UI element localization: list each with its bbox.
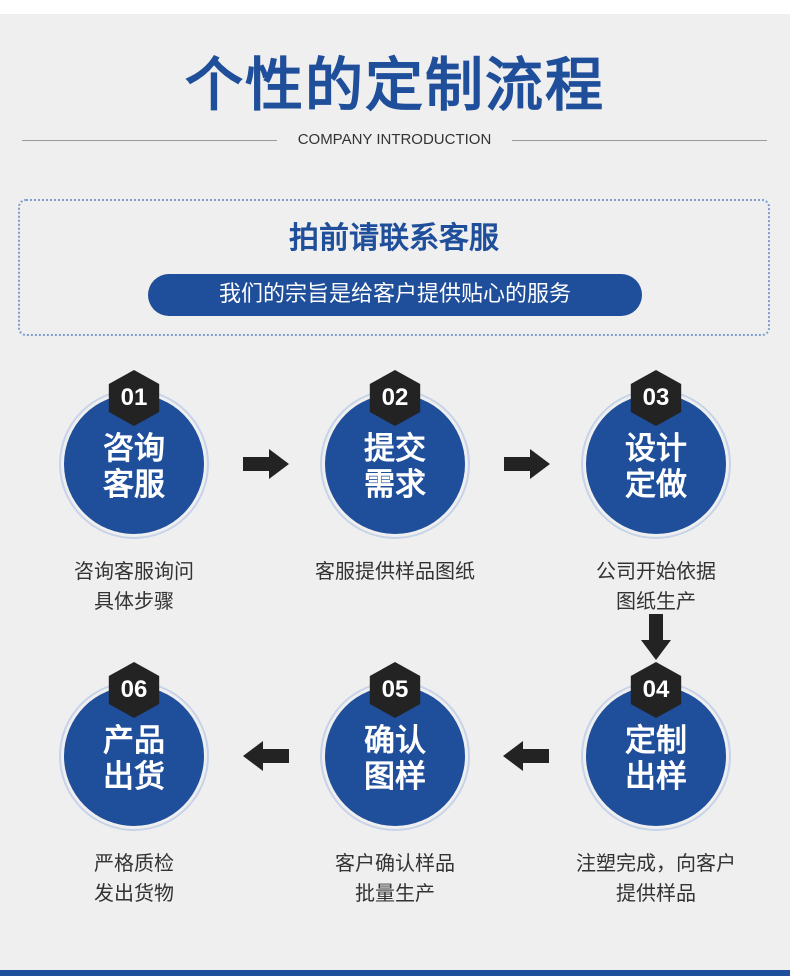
step-title-line1: 产品: [103, 723, 165, 759]
step-title-line2: 图样: [364, 759, 426, 795]
step-title-line2: 需求: [364, 467, 426, 503]
step-desc-line1: 咨询客服询问: [74, 559, 194, 583]
step-title-line2: 客服: [103, 467, 165, 503]
step-desc-line1: 客户确认样品: [335, 851, 455, 875]
notice-slogan-pill: 我们的宗旨是给客户提供贴心的服务: [148, 274, 642, 316]
step-title-line1: 设计: [625, 431, 687, 467]
arrow-right-icon: [243, 449, 289, 479]
step-05: 确认 图样 05 客户确认样品 批量生产: [305, 662, 485, 932]
step-number-badge: 03: [630, 370, 682, 426]
step-desc-line1: 注塑完成，向客户: [576, 851, 736, 875]
step-title-line1: 确认: [364, 723, 426, 759]
step-description: 注塑完成，向客户 提供样品: [556, 848, 756, 908]
step-title-line1: 咨询: [103, 431, 165, 467]
step-04: 定制 出样 04 注塑完成，向客户 提供样品: [566, 662, 746, 932]
step-title-line2: 定做: [625, 467, 687, 503]
subtitle-row: COMPANY INTRODUCTION: [0, 129, 790, 151]
step-circle: 提交 需求: [325, 394, 465, 534]
page-subtitle: COMPANY INTRODUCTION: [297, 131, 492, 148]
step-description: 公司开始依据 图纸生产: [556, 556, 756, 616]
step-title-line2: 出货: [103, 759, 165, 795]
step-description: 客服提供样品图纸: [295, 556, 495, 586]
step-02: 提交 需求 02 客服提供样品图纸: [305, 370, 485, 640]
page-title: 个性的定制流程: [184, 51, 605, 119]
bottom-accent-bar: [0, 970, 790, 976]
subtitle-divider-left: [22, 140, 277, 141]
step-title-line1: 定制: [625, 723, 687, 759]
step-circle: 设计 定做: [586, 394, 726, 534]
step-description: 严格质检 发出货物: [34, 848, 234, 908]
step-desc-line1: 客服提供样品图纸: [315, 559, 475, 583]
notice-title: 拍前请联系客服: [289, 221, 499, 256]
step-desc-line2: 批量生产: [355, 881, 435, 905]
subtitle-divider-right: [512, 140, 767, 141]
step-01: 咨询 客服 01 咨询客服询问 具体步骤: [44, 370, 224, 640]
arrow-right-icon: [504, 449, 550, 479]
step-06: 产品 出货 06 严格质检 发出货物: [44, 662, 224, 932]
arrow-down-icon: [641, 614, 671, 660]
step-description: 客户确认样品 批量生产: [295, 848, 495, 908]
step-desc-line2: 具体步骤: [94, 589, 174, 613]
arrow-left-icon: [503, 741, 549, 771]
step-title-line1: 提交: [364, 431, 426, 467]
step-desc-line1: 公司开始依据: [596, 559, 716, 583]
step-number-badge: 02: [369, 370, 421, 426]
step-description: 咨询客服询问 具体步骤: [34, 556, 234, 616]
step-03: 设计 定做 03 公司开始依据 图纸生产: [566, 370, 746, 640]
contact-notice-box: 拍前请联系客服 我们的宗旨是给客户提供贴心的服务: [18, 199, 770, 336]
step-desc-line2: 提供样品: [616, 881, 696, 905]
step-desc-line2: 发出货物: [94, 881, 174, 905]
step-title-line2: 出样: [625, 759, 687, 795]
step-desc-line1: 严格质检: [94, 851, 174, 875]
step-desc-line2: 图纸生产: [616, 589, 696, 613]
arrow-left-icon: [243, 741, 289, 771]
step-number-badge: 01: [108, 370, 160, 426]
